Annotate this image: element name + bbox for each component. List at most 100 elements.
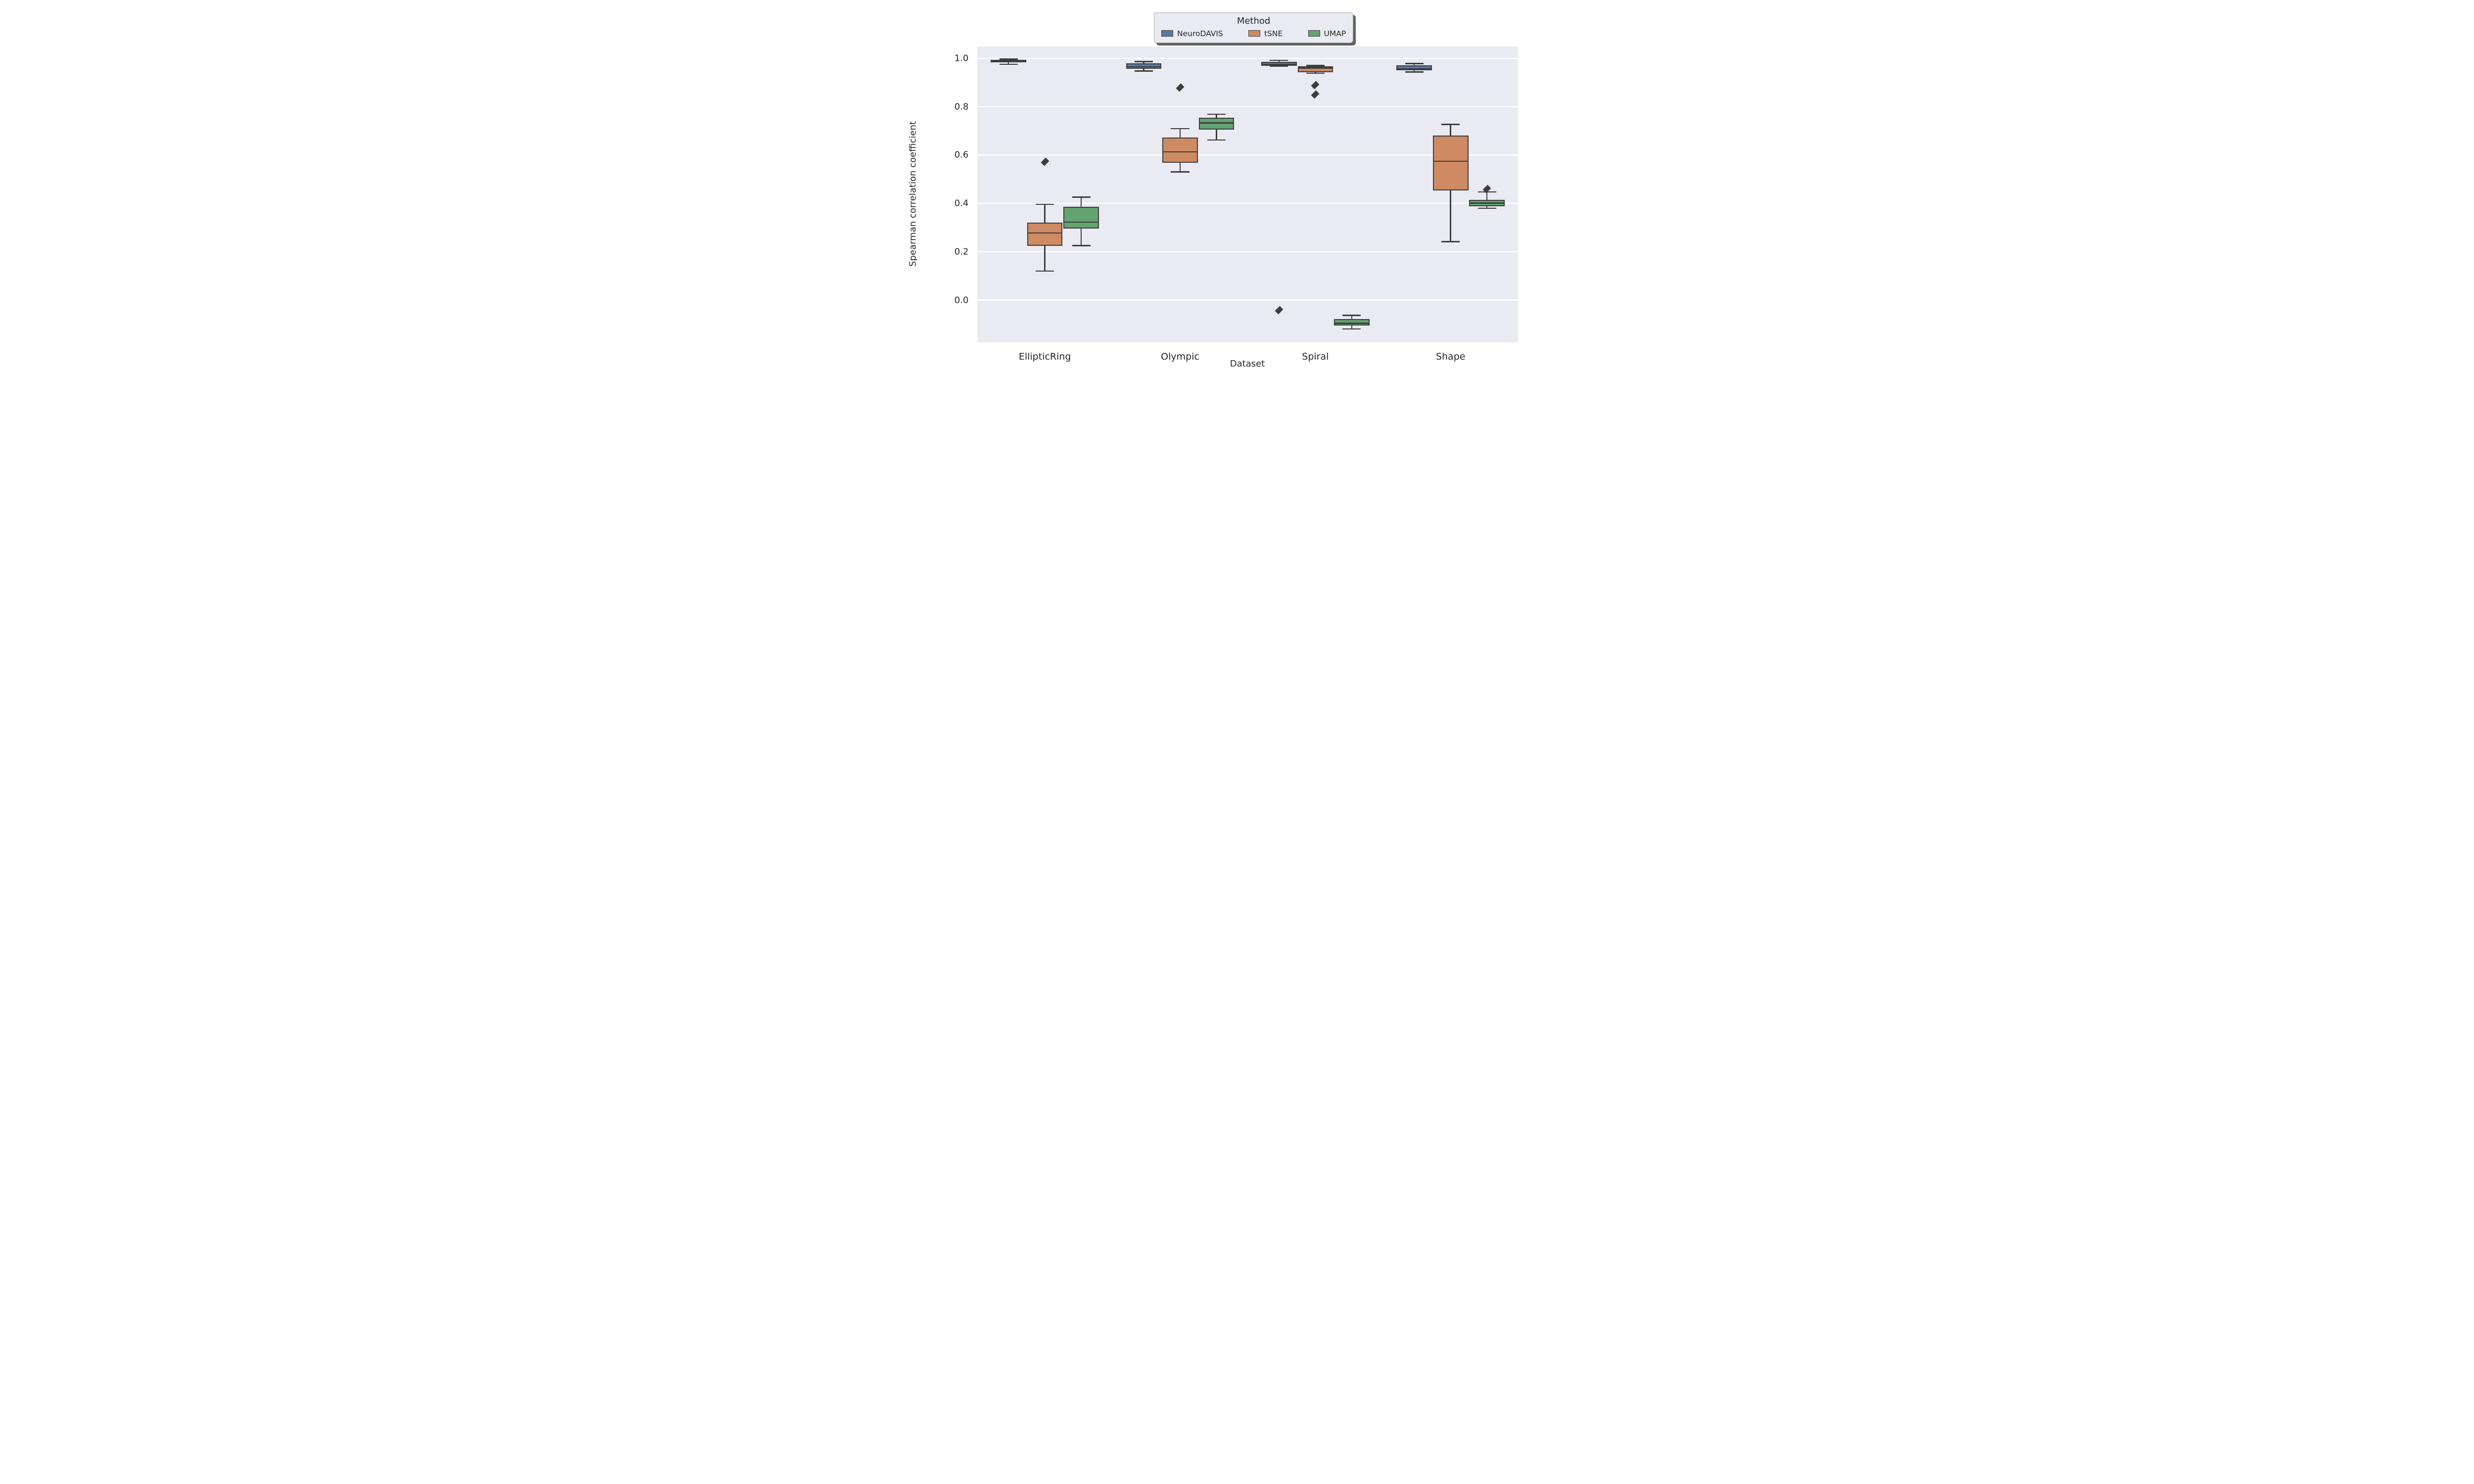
- gridline-y-0.8: [977, 106, 1519, 108]
- cap-upper: [1342, 315, 1361, 316]
- outlier-diamond: [1311, 90, 1320, 99]
- box-neurodavis-olympic: [1126, 63, 1162, 69]
- box-umap-ellipticring: [1063, 207, 1099, 229]
- box-umap-olympic: [1198, 117, 1235, 130]
- median-line: [1064, 221, 1098, 223]
- whisker-lower: [1216, 129, 1217, 140]
- x-tick-label-ellipticring: EllipticRing: [1018, 351, 1071, 362]
- whisker-upper: [1044, 204, 1046, 223]
- median-line: [1335, 323, 1369, 324]
- gridline-y-0.6: [977, 154, 1519, 156]
- gridline-y-1.0: [977, 57, 1519, 59]
- outlier-diamond: [1176, 83, 1185, 92]
- legend-title: Method: [1237, 15, 1271, 26]
- cap-upper: [1441, 124, 1460, 125]
- legend-entries: NeuroDAVIS tSNE UMAP: [1159, 29, 1348, 38]
- box-tsne-ellipticring: [1027, 222, 1063, 246]
- umap-color-swatch: [1308, 30, 1320, 37]
- x-tick-label-spiral: Spiral: [1302, 351, 1329, 362]
- median-line: [1163, 151, 1197, 153]
- cap-lower: [1477, 207, 1496, 209]
- whisker-upper: [1080, 197, 1082, 207]
- tsne-color-swatch: [1248, 30, 1260, 37]
- box-umap-spiral: [1334, 319, 1370, 326]
- whisker-lower: [1007, 62, 1009, 64]
- legend-entry-neurodavis: NeuroDAVIS: [1161, 29, 1223, 38]
- whisker-lower: [1351, 325, 1353, 329]
- x-tick-label-olympic: Olympic: [1161, 351, 1199, 362]
- median-line: [1199, 122, 1234, 124]
- box-tsne-olympic: [1162, 138, 1198, 163]
- y-tick-label: 0.4: [954, 198, 969, 209]
- legend-entry-tsne: tSNE: [1248, 29, 1283, 38]
- cap-upper: [1306, 65, 1325, 66]
- whisker-upper: [1486, 192, 1488, 200]
- x-tick-label-shape: Shape: [1435, 351, 1466, 362]
- cap-upper: [1270, 59, 1288, 61]
- y-tick-label: 1.0: [954, 53, 969, 64]
- median-line: [1262, 64, 1296, 65]
- cap-upper: [1134, 61, 1153, 62]
- cap-lower: [1270, 65, 1288, 67]
- y-tick-label: 0.8: [954, 101, 969, 112]
- gridline-y-0.2: [977, 251, 1519, 253]
- whisker-lower: [1486, 206, 1488, 208]
- outlier-diamond: [1275, 306, 1284, 315]
- legend-label: UMAP: [1324, 29, 1346, 38]
- cap-lower: [999, 63, 1018, 65]
- whisker-lower: [1143, 69, 1144, 71]
- cap-upper: [1036, 203, 1054, 205]
- boxplot-figure: Method NeuroDAVIS tSNE UMAP Spearman corre…: [891, 0, 1583, 385]
- whisker-lower: [1179, 162, 1181, 172]
- whisker-upper: [1278, 60, 1280, 62]
- y-tick-label: 0.2: [954, 246, 969, 257]
- median-line: [1433, 160, 1468, 162]
- cap-upper: [1171, 128, 1189, 130]
- whisker-lower: [1413, 70, 1415, 72]
- y-tick-label: 0.0: [954, 295, 969, 306]
- whisker-lower: [1044, 246, 1046, 271]
- legend-entry-umap: UMAP: [1308, 29, 1346, 38]
- x-axis-label: Dataset: [1230, 359, 1265, 370]
- box-neurodavis-spiral: [1261, 62, 1297, 66]
- box-tsne-spiral: [1297, 66, 1333, 72]
- cap-lower: [1036, 270, 1054, 272]
- outlier-diamond: [1041, 157, 1049, 166]
- box-tsne-shape: [1432, 135, 1469, 190]
- median-line: [1028, 232, 1062, 234]
- whisker-upper: [1413, 63, 1415, 65]
- median-line: [1127, 66, 1161, 68]
- legend: Method NeuroDAVIS tSNE UMAP: [1154, 12, 1354, 43]
- cap-lower: [1306, 72, 1325, 74]
- box-neurodavis-shape: [1396, 65, 1432, 70]
- outlier-diamond: [1311, 81, 1320, 90]
- neurodavis-color-swatch: [1161, 30, 1173, 37]
- whisker-upper: [1143, 61, 1144, 63]
- cap-lower: [1441, 241, 1460, 242]
- y-tick-label: 0.6: [954, 149, 969, 160]
- legend-label: NeuroDAVIS: [1177, 29, 1223, 38]
- y-axis-label: Spearman correlation coefficient: [907, 121, 918, 267]
- whisker-lower: [1450, 190, 1451, 242]
- cap-upper: [1405, 63, 1424, 64]
- median-line: [1298, 67, 1332, 69]
- whisker-lower: [1080, 229, 1082, 246]
- gridline-y-0.4: [977, 202, 1519, 204]
- whisker-upper: [1216, 114, 1217, 118]
- cap-lower: [1405, 71, 1424, 73]
- box-neurodavis-ellipticring: [991, 59, 1026, 63]
- cap-lower: [1342, 328, 1361, 329]
- cap-upper: [1072, 196, 1091, 198]
- median-line: [1397, 68, 1431, 70]
- cap-lower: [1207, 139, 1226, 141]
- legend-label: tSNE: [1264, 29, 1283, 38]
- whisker-upper: [1351, 315, 1353, 320]
- cap-lower: [1134, 70, 1153, 72]
- median-line: [1470, 202, 1504, 204]
- cap-lower: [1171, 171, 1189, 173]
- cap-upper: [1207, 113, 1226, 115]
- whisker-upper: [1450, 124, 1451, 136]
- cap-upper: [999, 58, 1018, 60]
- gridline-y-0.0: [977, 299, 1519, 301]
